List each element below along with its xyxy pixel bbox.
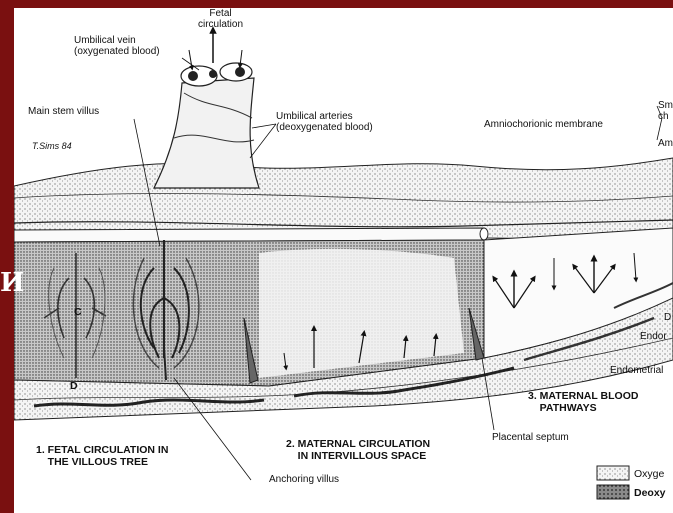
label-main-stem-villus: Main stem villus [28, 106, 99, 117]
umbilical-cord [154, 30, 259, 188]
label-section-3: 3. MATERNAL BLOOD PATHWAYS [528, 390, 638, 414]
label-umbilical-arteries: Umbilical arteries (deoxygenated blood) [276, 111, 373, 133]
label-endor: Endor [640, 331, 667, 342]
label-section-2: 2. MATERNAL CIRCULATION IN INTERVILLOUS … [286, 438, 430, 462]
label-fetal-circulation: Fetal circulation [198, 8, 243, 30]
chorionic-plate [14, 158, 673, 240]
placenta-diagram-panel: Fetal circulation Umbilical vein (oxygen… [14, 8, 673, 513]
slide-frame-top [0, 0, 673, 8]
legend-deoxygenated-label: Deoxy [634, 487, 666, 499]
slide-frame-left [0, 0, 14, 513]
legend-oxygenated-label: Oxyge [634, 468, 664, 480]
legend-deoxygenated-swatch [597, 485, 629, 499]
label-section-1: 1. FETAL CIRCULATION IN THE VILLOUS TREE [36, 444, 168, 468]
artist-signature: T.Sims 84 [32, 141, 72, 152]
label-umbilical-vein: Umbilical vein (oxygenated blood) [74, 35, 160, 57]
label-endometrial: Endometrial [610, 365, 663, 376]
label-placental-septum: Placental septum [492, 432, 569, 443]
label-amniochorionic-membrane: Amniochorionic membrane [484, 119, 603, 130]
legend-oxygenated-swatch [597, 466, 629, 480]
label-membrane-top: Sm ch [658, 100, 673, 122]
label-d-right: D [664, 312, 671, 323]
label-anchoring-villus: Anchoring villus [269, 474, 339, 485]
letter-d: D [70, 380, 78, 392]
slide-title-fragment: И [0, 268, 16, 298]
letter-c: C [74, 306, 82, 318]
label-membrane-bottom: Am [658, 138, 673, 149]
